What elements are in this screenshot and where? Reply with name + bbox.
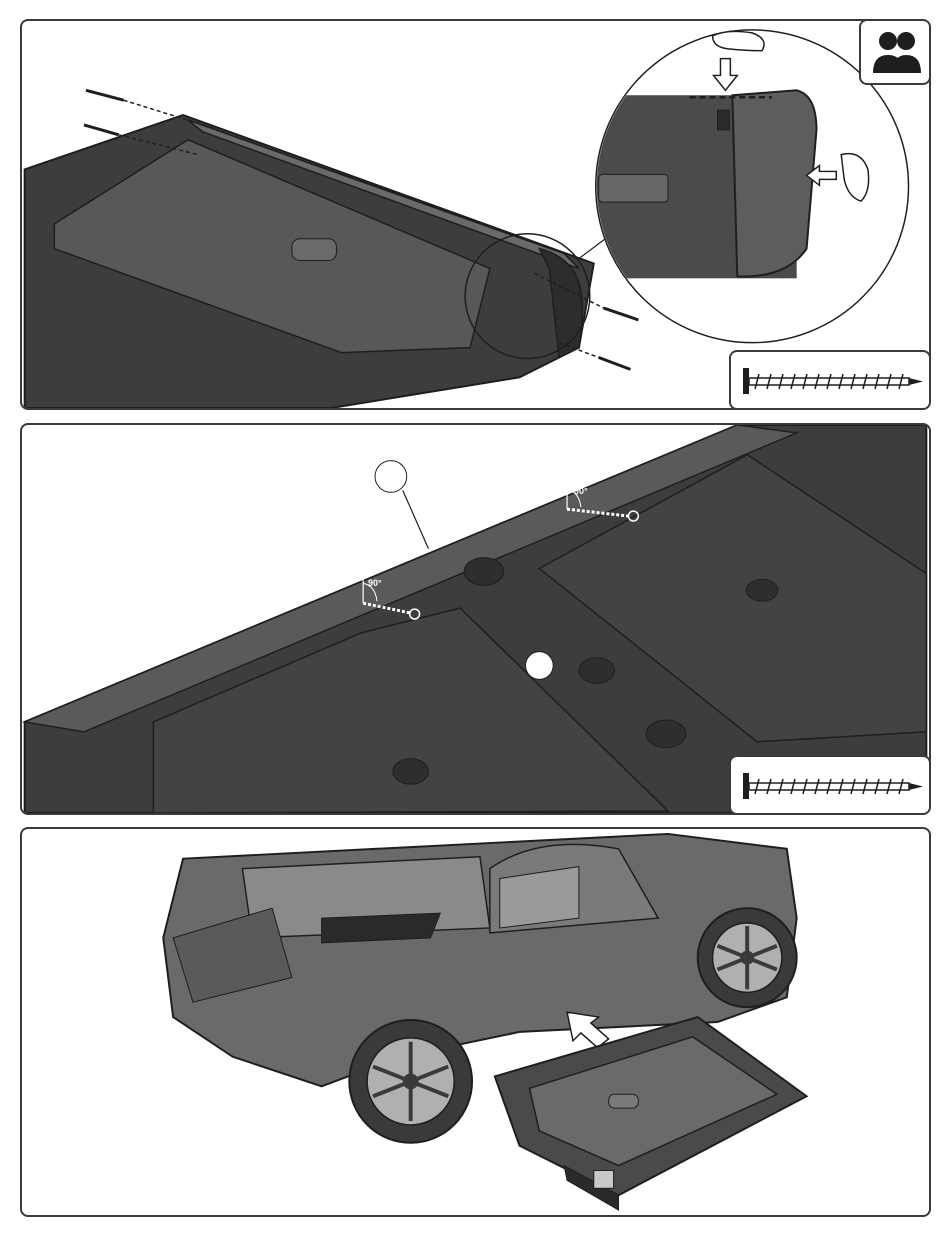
- tray-opening: [322, 913, 441, 943]
- boss-5: [393, 759, 429, 785]
- two-persons-icon: [861, 21, 931, 87]
- screw-icon: [731, 352, 931, 410]
- callout-circle: [375, 461, 407, 493]
- screw-callout-2: [729, 755, 931, 815]
- end-cap-zoom: [732, 90, 816, 276]
- callout-dot: [525, 652, 553, 680]
- step-panel-3: [20, 827, 931, 1217]
- boss-2: [579, 658, 615, 684]
- two-persons-badge: [859, 19, 931, 85]
- screw-icon: [731, 757, 931, 815]
- wheel-rear: [698, 908, 797, 1007]
- truck-tray-insertion-illustration: [22, 829, 929, 1215]
- tray-handle: [292, 239, 337, 261]
- boss-3: [646, 720, 686, 748]
- boss-4: [746, 579, 778, 601]
- step-panel-2: 90° 90°: [20, 423, 931, 815]
- slot-zoom: [599, 174, 668, 202]
- boss-1: [464, 558, 504, 586]
- angle-label-1: 90°: [368, 578, 382, 588]
- wheel-front: [349, 1020, 472, 1143]
- step-panel-1: [20, 19, 931, 410]
- angle-label-2: 90°: [574, 486, 588, 496]
- screw-callout: [729, 350, 931, 410]
- storage-tray: [495, 1017, 807, 1210]
